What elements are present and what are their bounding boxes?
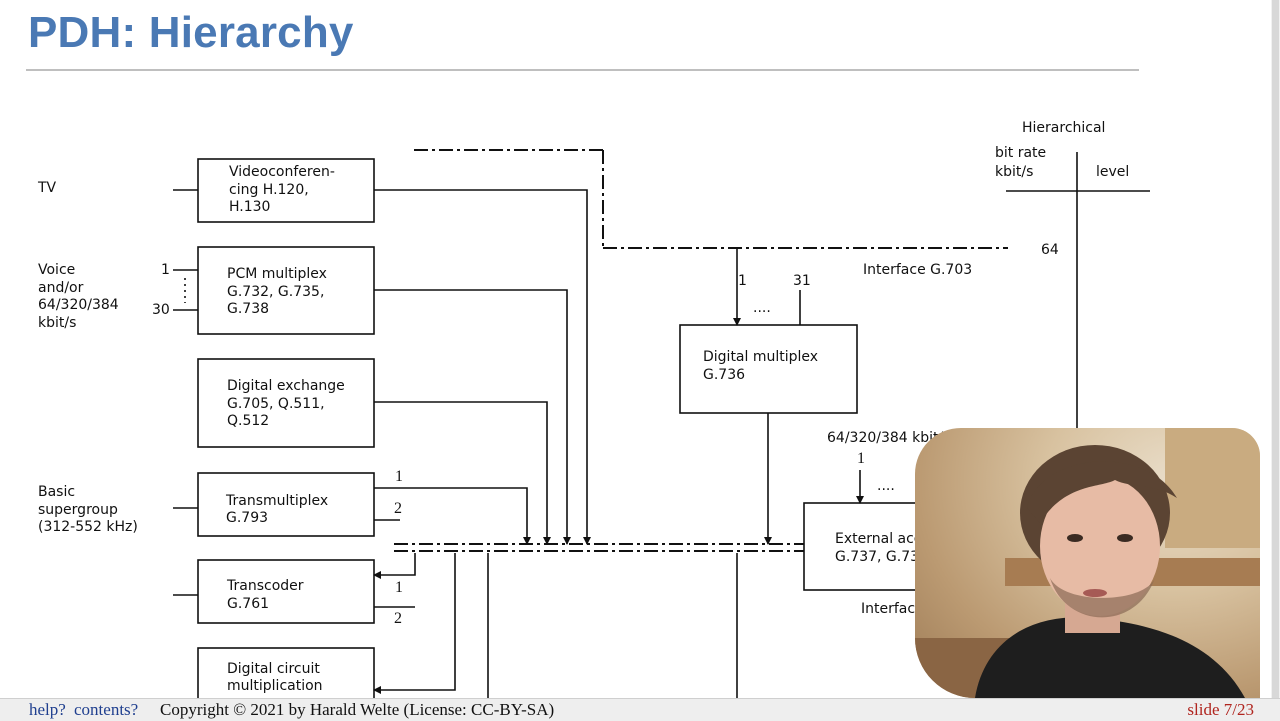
webcam-image-icon [915,428,1260,698]
pcm-line-3: G.738 [227,301,269,317]
transmux-line-1: Transmultiplex [225,493,328,509]
hier-row-64: 64 [1041,242,1059,258]
digmux-port-31: 31 [793,273,811,289]
videoconf-line-2: cing H.120, [229,182,309,198]
dcme-line-1: Digital circuit [227,661,320,677]
contents-link[interactable]: contents? [74,700,139,719]
label-basic-2: supergroup [38,502,118,518]
pcm-line-2: G.732, G.735, [227,284,324,300]
label-voice-4: kbit/s [38,315,76,331]
title-divider [26,69,1139,71]
pcm-line-1: PCM multiplex [227,266,327,282]
hier-level: level [1096,164,1129,180]
transcoder-port-1: 1 [395,579,403,596]
interface-label-top: Interface G.703 [863,262,972,278]
exchange-line-3: Q.512 [227,413,269,429]
label-basic-1: Basic [38,484,75,500]
box-transcoder [197,559,375,624]
exchange-line-1: Digital exchange [227,378,345,394]
hier-bitrate-1: bit rate [995,145,1046,161]
label-tv: TV [37,180,57,196]
digmux-line-2: G.736 [703,367,745,383]
label-voice-3: 64/320/384 [38,297,119,313]
exchange-line-2: G.705, Q.511, [227,396,325,412]
transcoder-port-2: 2 [394,610,402,627]
slide-title: PDH: Hierarchy [28,8,354,57]
ext-port-1: 1 [857,450,865,467]
label-voice-1: Voice [38,262,75,278]
presenter-webcam-overlay [915,428,1260,698]
transcoder-line-1: Transcoder [226,578,304,594]
transmux-port-1: 1 [395,468,403,485]
copyright-text: Copyright © 2021 by Harald Welte (Licens… [160,700,555,719]
slide-counter: slide 7/23 [1187,700,1254,719]
label-basic-3: (312-552 kHz) [38,519,138,535]
transmux-line-2: G.793 [226,510,268,526]
help-link[interactable]: help? [29,700,66,719]
ext-rate-label: 64/320/384 kbit/s [827,430,951,446]
box-digital-exchange [197,358,375,448]
scrollbar-thumb[interactable] [1272,0,1279,700]
hier-title: Hierarchical [1022,120,1105,136]
label-voice-2: and/or [38,280,84,296]
ext-port-dots: .... [877,478,895,494]
pdh-hierarchy-diagram: TV Voice and/or 64/320/384 kbit/s Basic … [37,120,1150,698]
dcme-line-2: multiplication [227,678,323,694]
vertical-scrollbar[interactable] [1271,0,1280,700]
digmux-port-dots: .... [753,300,771,316]
slide-footer: help? contents? Copyright © 2021 by Hara… [0,698,1280,721]
transmux-port-2: 2 [394,500,402,517]
videoconf-line-1: Videoconferen- [229,164,335,180]
hier-bitrate-2: kbit/s [995,164,1033,180]
transcoder-line-2: G.761 [227,596,269,612]
digmux-line-1: Digital multiplex [703,349,818,365]
extaccess-line-2: G.737, G.739 [835,549,928,565]
label-pcm-in-30: 30 [152,302,170,318]
videoconf-line-3: H.130 [229,199,270,215]
label-pcm-in-1: 1 [161,262,170,278]
box-digital-circuit-multiplication [197,647,375,698]
box-transmultiplex [197,472,375,537]
digmux-port-1: 1 [738,273,747,289]
